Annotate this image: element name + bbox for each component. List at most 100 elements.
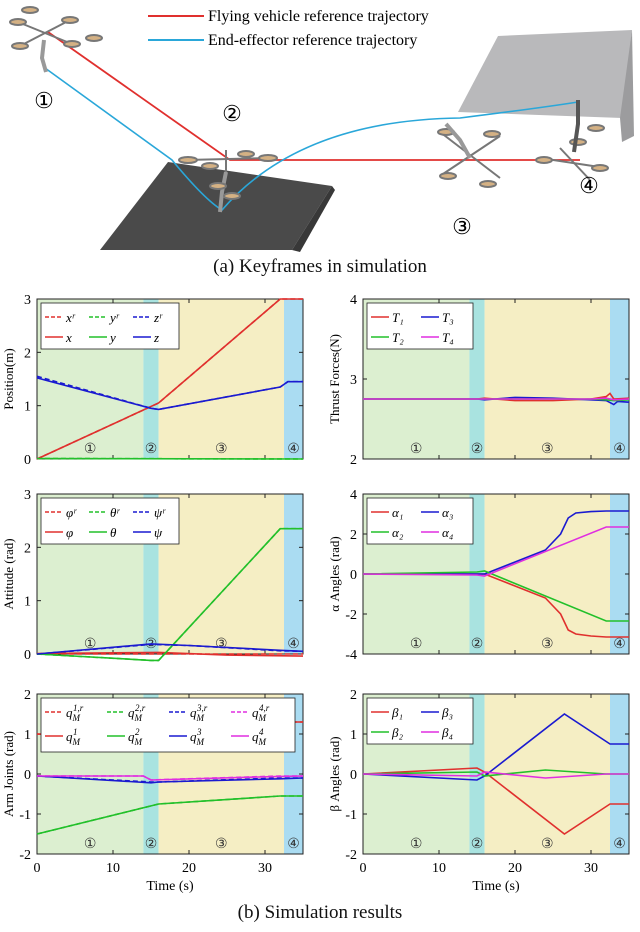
legend-label: qM3,r <box>190 703 208 723</box>
y-axis-label: Position(m) <box>1 348 16 409</box>
series-line <box>36 651 304 657</box>
y-axis-label: α Angles (rad) <box>327 536 342 611</box>
x-tick-label: 30 <box>584 861 598 876</box>
y-tick-label: -1 <box>345 808 357 823</box>
marker-3: ③ <box>452 214 472 239</box>
legend-box <box>366 497 474 545</box>
legend-box <box>40 497 180 545</box>
series-line <box>362 570 629 622</box>
legend-label: qM4,r <box>252 703 270 723</box>
series-line <box>36 377 303 411</box>
marker-2: ② <box>222 101 242 126</box>
x-tick-label: 20 <box>182 861 196 876</box>
phase-label: ③ <box>215 442 228 457</box>
phase-label: ④ <box>613 442 626 457</box>
legend-label: qM4 <box>252 727 267 747</box>
y-axis-label: Attitude (rad) <box>1 538 16 609</box>
x-tick-label: 30 <box>258 861 272 876</box>
series-line <box>36 795 303 835</box>
legend-label: T₄ <box>442 330 454 345</box>
y-tick-label: 0 <box>24 648 31 663</box>
legend-label: β₂ <box>391 725 403 740</box>
y-tick-label: 0 <box>350 768 357 783</box>
series-line <box>36 527 303 662</box>
y-tick-label: 1 <box>24 595 31 610</box>
x-tick-label: 20 <box>508 861 522 876</box>
series-line <box>363 397 630 401</box>
series-line <box>362 767 629 835</box>
y-tick-label: 0 <box>350 568 357 583</box>
phase-band <box>610 494 629 654</box>
phase-label: ③ <box>215 637 228 652</box>
phase-label: ③ <box>541 637 554 652</box>
y-tick-label: 1 <box>24 728 31 743</box>
phase-band <box>158 299 284 459</box>
phase-band <box>284 299 303 459</box>
series-line <box>36 643 304 655</box>
legend-label: θ <box>110 525 117 540</box>
phase-label: ③ <box>541 442 554 457</box>
series-line <box>362 713 629 781</box>
y-tick-label: 2 <box>350 453 357 468</box>
legend-label: zʳ <box>153 310 163 325</box>
x-axis-label: Time (s) <box>472 879 520 894</box>
series-line <box>36 775 304 784</box>
caption-b: (b) Simulation results <box>237 902 403 923</box>
legend-label: ψʳ <box>154 505 166 520</box>
legend-label: β₄ <box>441 725 453 740</box>
y-tick-label: 0 <box>24 453 31 468</box>
phase-label: ② <box>145 837 158 852</box>
y-tick-label: -4 <box>345 648 357 663</box>
y-tick-label: 1 <box>24 400 31 415</box>
legend-label: T₁ <box>392 310 404 325</box>
legend-box <box>366 697 474 745</box>
y-axis-label: Thrust Forces(N) <box>327 334 342 424</box>
phase-label: ④ <box>287 837 300 852</box>
y-tick-label: 2 <box>24 688 31 703</box>
legend-label: T₂ <box>392 330 404 345</box>
phase-label: ③ <box>541 837 554 852</box>
legend-label: ψ <box>154 525 163 540</box>
y-tick-label: 4 <box>350 488 357 503</box>
target-block <box>458 30 632 118</box>
x-axis-label: Time (s) <box>146 879 194 894</box>
y-tick-label: 0 <box>24 768 31 783</box>
simulation-scene: Flying vehicle reference trajectory End-… <box>9 6 634 252</box>
phase-label: ④ <box>287 637 300 652</box>
legend-label: φ <box>66 525 73 540</box>
x-tick-label: 10 <box>432 861 446 876</box>
series-line <box>362 771 629 779</box>
phase-label: ② <box>471 442 484 457</box>
phase-band <box>610 299 629 459</box>
x-tick-label: 0 <box>360 861 367 876</box>
legend-vehicle-trajectory: Flying vehicle reference trajectory <box>208 8 429 25</box>
phase-band <box>284 494 303 654</box>
y-tick-label: 3 <box>24 293 31 308</box>
phase-label: ② <box>471 837 484 852</box>
y-axis-label: Arm Joints (rad) <box>1 731 16 817</box>
legend-box <box>40 697 296 753</box>
y-tick-label: 2 <box>350 528 357 543</box>
legend-label: qM2,r <box>128 703 146 723</box>
legend-label: x <box>65 330 72 345</box>
legend-label: qM1 <box>66 727 81 747</box>
end-effector-trajectory <box>44 67 579 212</box>
legend-label: θʳ <box>110 505 120 520</box>
legend-label: α₃ <box>442 505 453 520</box>
series-line <box>37 775 304 781</box>
y-tick-label: 4 <box>350 293 357 308</box>
phase-label: ① <box>84 442 97 457</box>
y-tick-label: -1 <box>19 808 31 823</box>
marker-1: ① <box>34 88 54 113</box>
y-tick-label: -2 <box>19 848 31 863</box>
legend-label: β₃ <box>441 705 453 720</box>
phase-label: ④ <box>613 837 626 852</box>
phase-label: ④ <box>613 637 626 652</box>
legend-box <box>366 302 474 350</box>
y-tick-label: 2 <box>24 346 31 361</box>
series-line <box>362 526 629 577</box>
legend-label: α₄ <box>442 525 454 540</box>
phase-label: ② <box>471 637 484 652</box>
